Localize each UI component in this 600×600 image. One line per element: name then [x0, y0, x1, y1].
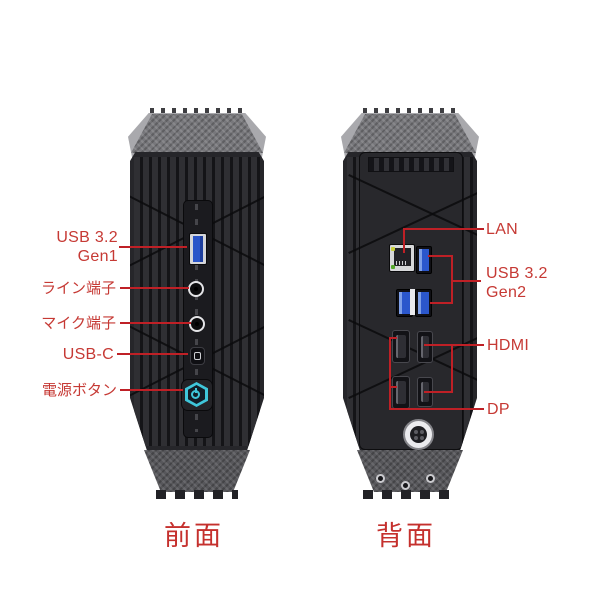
carbon-top-panel	[131, 114, 263, 153]
callout-line-gen2-label	[451, 280, 481, 282]
lan-led-yellow	[391, 247, 395, 251]
carbon-top-panel	[344, 114, 476, 153]
label-usb32-gen2-line2: Gen2	[486, 284, 527, 301]
bottom-jack-left	[376, 474, 385, 483]
usb-a-3-2-gen2-port-right	[415, 289, 432, 317]
callout-line-usb-c	[117, 353, 188, 355]
hdmi-port-top	[417, 331, 433, 363]
callout-line-power	[120, 389, 183, 391]
callout-line-usb-gen1	[119, 246, 187, 248]
bottom-jack-center	[401, 481, 410, 490]
callout-line-gen2-bracket	[451, 255, 453, 304]
back-chassis-body	[343, 152, 477, 452]
label-usb-c: USB-C	[62, 346, 114, 363]
callout-line-dp-bracket	[389, 337, 391, 410]
callout-line-hdmi-h	[424, 344, 484, 346]
bottom-feet	[156, 490, 238, 499]
caption-front: 前面	[164, 521, 224, 551]
bottom-jack-right	[426, 474, 435, 483]
label-lan: LAN	[486, 221, 519, 238]
label-line-jack: ライン端子	[40, 280, 116, 297]
callout-line-dp-stub-mid	[389, 386, 397, 388]
label-power-button: 電源ボタン	[41, 382, 117, 399]
callout-line-mic-jack	[120, 322, 191, 324]
label-mic-jack: マイク端子	[41, 315, 116, 332]
callout-line-hdmi-bracket	[451, 344, 453, 393]
callout-line-lan-h	[403, 228, 484, 230]
dc-power-connector	[403, 419, 434, 450]
callout-line-gen2-top	[428, 255, 453, 257]
lan-port	[389, 244, 415, 272]
mini-pc-back-view	[341, 108, 479, 500]
lan-led-green	[391, 265, 395, 269]
power-button	[181, 379, 213, 411]
mic-jack	[189, 316, 205, 332]
caption-back: 背面	[376, 521, 436, 551]
top-fins	[363, 108, 457, 116]
usb-pair-divider	[410, 289, 415, 315]
vent-slots	[368, 157, 454, 172]
power-icon	[191, 388, 200, 399]
callout-line-lan-v	[403, 228, 405, 253]
line-out-jack	[188, 281, 204, 297]
callout-line-dp-stub-top	[389, 337, 397, 339]
callout-line-hdmi-bottom	[424, 391, 453, 393]
carbon-bottom-panel	[144, 450, 250, 492]
front-chassis-body	[130, 152, 264, 452]
bottom-feet	[363, 490, 449, 499]
callout-line-dp-h	[389, 408, 484, 410]
label-usb32-gen2-line1: USB 3.2	[486, 265, 548, 282]
label-usb32-gen1-line2: Gen1	[77, 248, 118, 265]
dp-port-bottom	[392, 376, 410, 409]
label-dp: DP	[487, 401, 510, 418]
label-usb32-gen1-line1: USB 3.2	[56, 229, 118, 246]
usb-c-port	[190, 347, 205, 365]
rear-io-panel	[348, 152, 477, 450]
carbon-bottom-panel	[357, 450, 463, 492]
callout-line-gen2-bottom	[430, 302, 453, 304]
dp-port-top	[392, 330, 410, 363]
usb-a-3-2-gen2-port-top	[416, 246, 432, 274]
mini-pc-front-view	[128, 108, 266, 500]
usb-a-3-2-gen1-port	[189, 233, 207, 265]
label-hdmi: HDMI	[487, 337, 530, 354]
callout-line-line-jack	[120, 287, 189, 289]
label-usb32-gen2: USB 3.2 Gen2	[486, 264, 548, 302]
top-fins	[150, 108, 244, 116]
label-usb32-gen1: USB 3.2 Gen1	[30, 228, 118, 266]
